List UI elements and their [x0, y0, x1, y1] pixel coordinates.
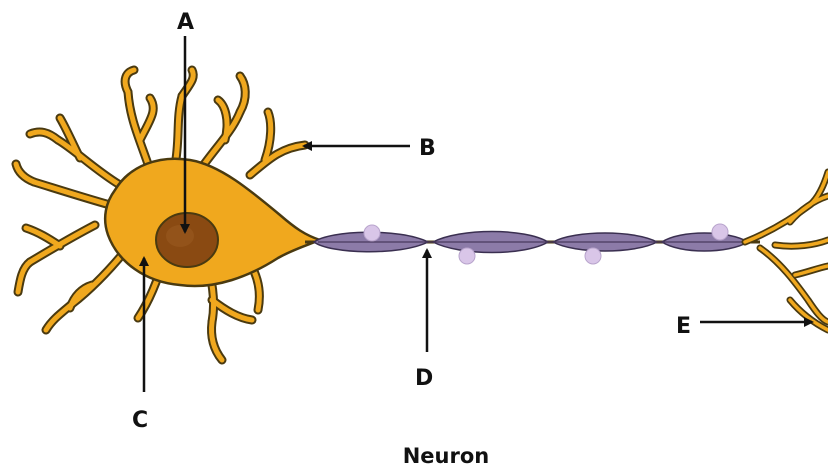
label-a: A — [177, 10, 194, 35]
label-b: B — [419, 136, 436, 161]
label-c: C — [132, 408, 148, 433]
label-e: E — [676, 314, 691, 339]
nucleus — [156, 213, 218, 267]
cell-body — [105, 159, 320, 286]
axon-terminal — [745, 172, 828, 330]
label-d: D — [415, 366, 433, 391]
diagram-caption: Neuron — [403, 444, 490, 468]
